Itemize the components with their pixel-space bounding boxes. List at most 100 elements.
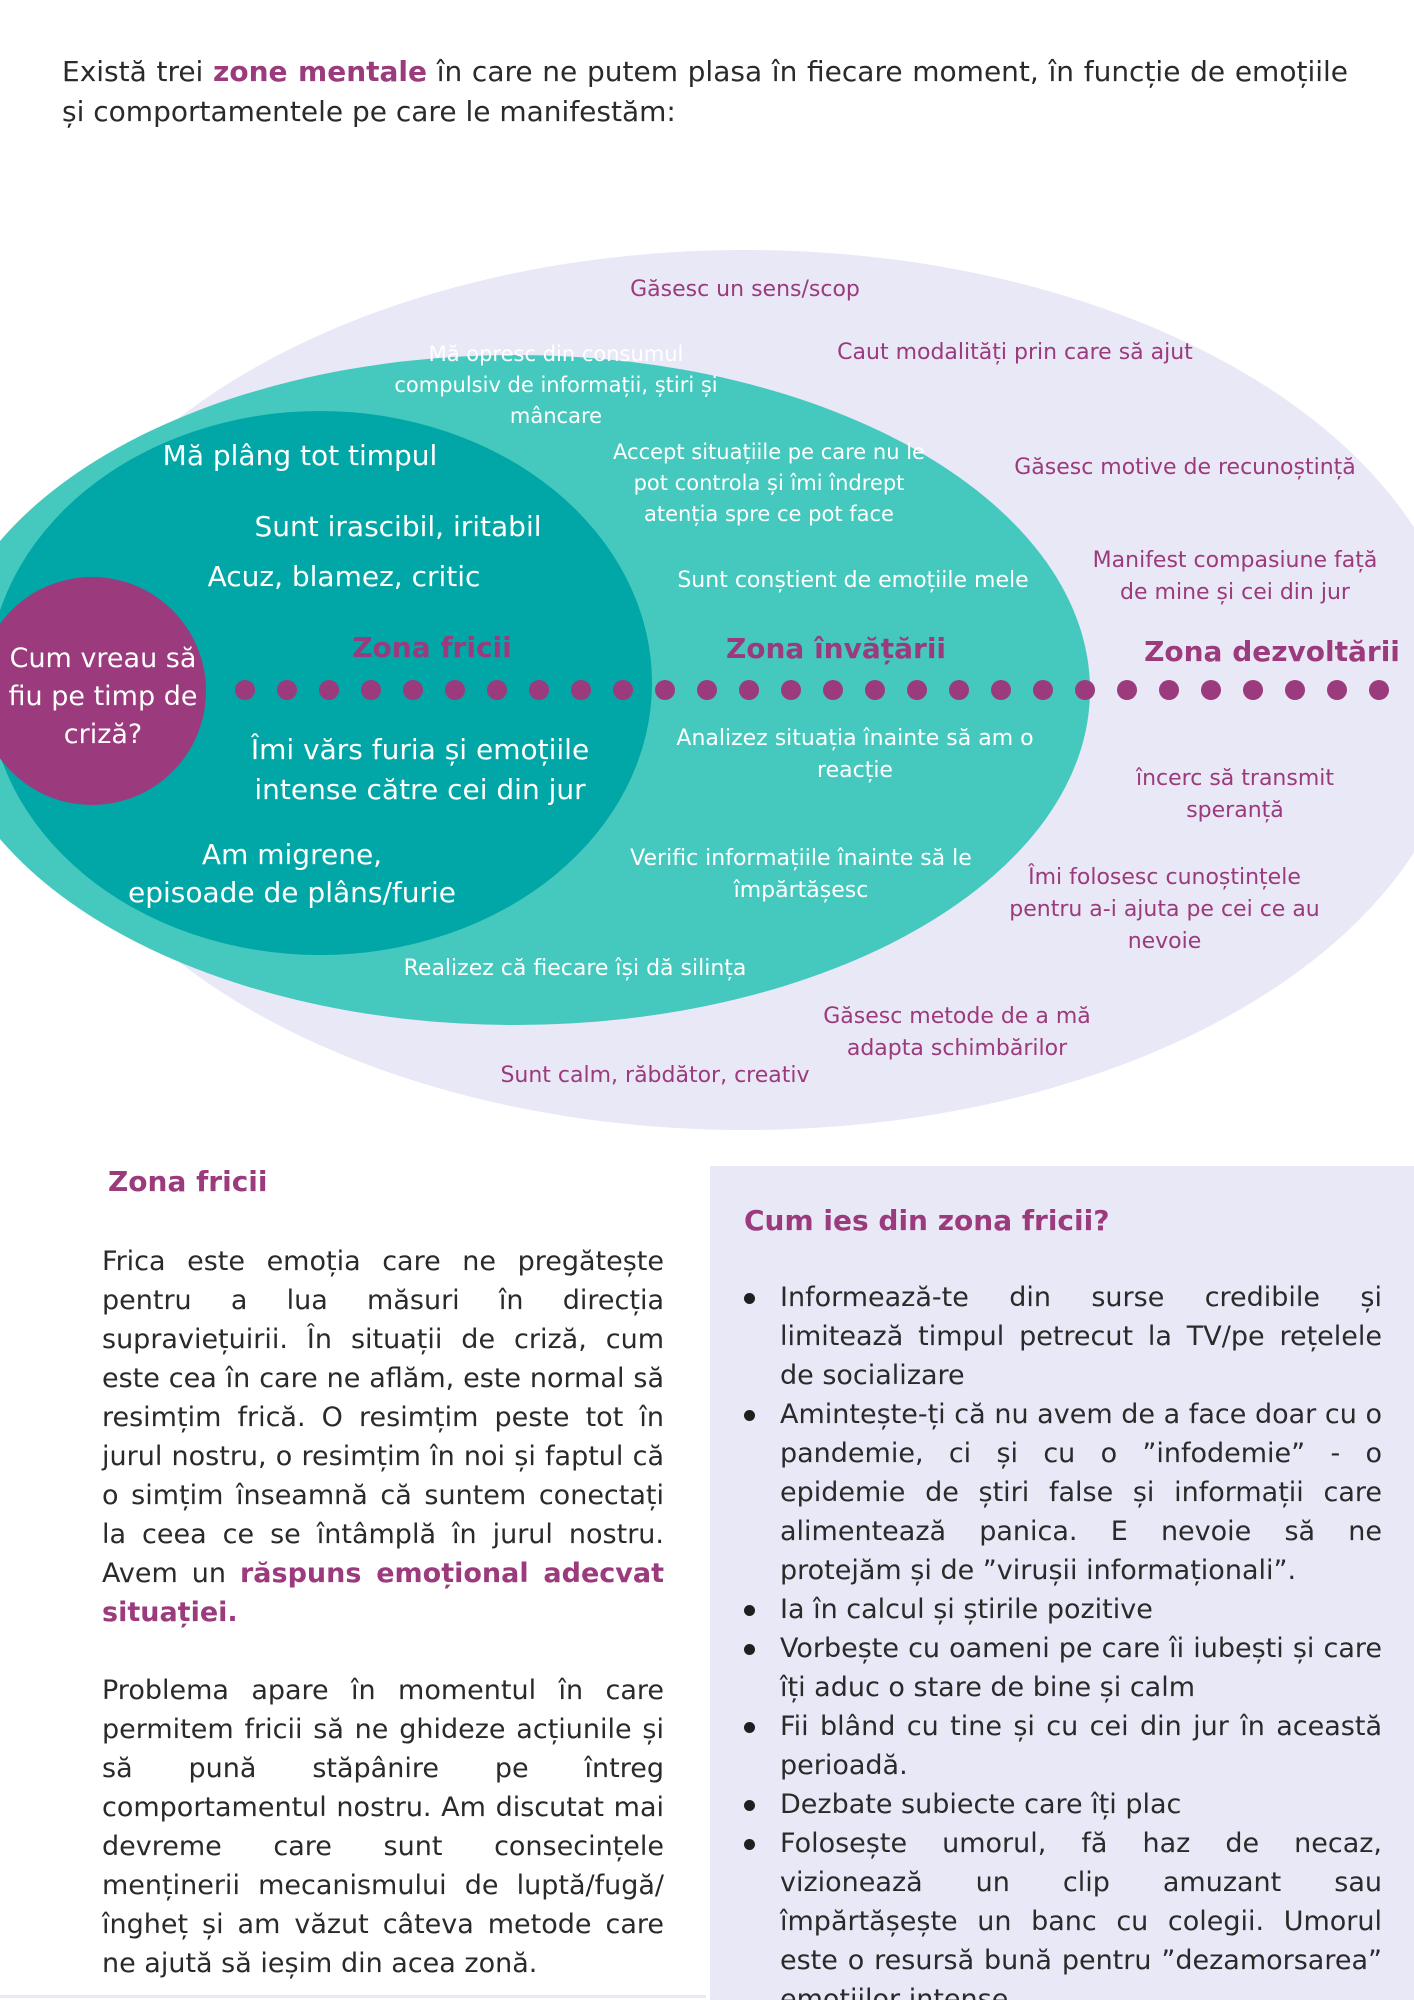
growth-item-compassion-line-2: de mine și cei din jur <box>1120 580 1350 605</box>
fear-section-paragraph-1-highlight: răspuns emoțional adecvat situației. <box>102 1558 664 1628</box>
fear-section-paragraph-1-text: Frica este emoția care ne pregătește pen… <box>102 1246 664 1589</box>
fear-item-anger: Îmi vărs furia și emoțiile intense către… <box>230 730 610 810</box>
mental-zones-diagram <box>0 250 1414 1130</box>
growth-item-compassion: Manifest compasiune față de mine și cei … <box>1060 545 1410 609</box>
center-line-3: criză? <box>63 719 143 750</box>
dot <box>865 680 885 700</box>
list-item: Vorbește cu oameni pe care îi iubești și… <box>744 1629 1382 1707</box>
center-line-2: fiu pe timp de <box>8 681 198 712</box>
intro-text-start: Există trei <box>62 55 214 88</box>
dot <box>739 680 759 700</box>
growth-item-gratitude: Găsesc motive de recunoștință <box>1014 455 1356 480</box>
list-item: Fii blând cu tine și cu cei din jur în a… <box>744 1707 1382 1785</box>
fear-item-complain: Mă plâng tot timpul <box>162 439 438 472</box>
dot <box>697 680 717 700</box>
growth-item-knowledge-line-2: pentru a-i ajuta pe cei ce au <box>1009 897 1320 922</box>
learning-item-analyze: Analizez situația înainte să am o reacți… <box>660 723 1050 787</box>
learning-item-stop-line-1: Mă opresc din consumul <box>428 342 684 366</box>
growth-item-hope-line-2: speranță <box>1186 798 1284 823</box>
growth-item-help: Caut modalități prin care să ajut <box>837 340 1193 365</box>
learning-item-realize: Realizez că fiecare își dă silința <box>403 956 747 981</box>
dot <box>235 680 255 700</box>
list-item: Informează-te din surse credibile și lim… <box>744 1278 1382 1395</box>
dot <box>991 680 1011 700</box>
fear-item-anger-line-2: intense către cei din jur <box>254 773 586 806</box>
dot <box>487 680 507 700</box>
fear-section-paragraph-2: Problema apare în momentul în care permi… <box>102 1675 664 1979</box>
learning-item-verify-line-1: Verific informațiile înainte să le <box>630 846 972 871</box>
growth-item-hope: încerc să transmit speranță <box>1085 763 1385 827</box>
dot <box>1285 680 1305 700</box>
dot <box>1327 680 1347 700</box>
fear-item-blame: Acuz, blamez, critic <box>207 560 481 593</box>
learning-item-accept-line-1: Accept situațiile pe care nu le <box>613 440 925 464</box>
growth-item-adapt-line-2: adapta schimbărilor <box>846 1036 1068 1061</box>
growth-item-meaning: Găsesc un sens/scop <box>630 277 860 302</box>
dot <box>655 680 675 700</box>
growth-item-hope-line-1: încerc să transmit <box>1136 766 1334 791</box>
dot <box>571 680 591 700</box>
learning-item-stop-line-2: compulsiv de informații, știri și <box>394 373 718 397</box>
fear-item-migraine: Am migrene, episoade de plâns/furie <box>120 836 464 912</box>
growth-item-knowledge-line-1: Îmi folosesc cunoștințele <box>1028 865 1301 890</box>
learning-item-stop-line-3: mâncare <box>509 404 603 428</box>
fear-section: Zona fricii Frica este emoția care ne pr… <box>102 1165 664 2000</box>
dot <box>907 680 927 700</box>
exit-fear-title: Cum ies din zona fricii? <box>744 1204 1110 1237</box>
fear-item-anger-line-1: Îmi vărs furia și emoțiile <box>250 733 590 766</box>
dot <box>403 680 423 700</box>
learning-item-accept-line-3: atenția spre ce pot face <box>644 502 894 526</box>
list-item: Ia în calcul și știrile pozitive <box>744 1590 1382 1629</box>
list-item: Amintește-ți că nu avem de a face doar c… <box>744 1395 1382 1590</box>
dot <box>1369 680 1389 700</box>
growth-item-knowledge-line-3: nevoie <box>1127 929 1202 954</box>
zone-dotted-line <box>235 680 1389 700</box>
intro-text-end: în care ne putem plasa în fiecare moment… <box>62 55 1349 128</box>
learning-item-analyze-line-1: Analizez situația înainte să am o <box>676 726 1034 751</box>
dot <box>277 680 297 700</box>
growth-item-calm: Sunt calm, răbdător, creativ <box>500 1063 810 1088</box>
growth-item-adapt: Găsesc metode de a mă adapta schimbărilo… <box>797 1001 1117 1065</box>
center-question: Cum vreau să fiu pe timp de criză? <box>0 640 206 754</box>
dot <box>361 680 381 700</box>
learning-item-accept-line-2: pot controla și îmi îndrept <box>633 471 905 495</box>
growth-item-adapt-line-1: Găsesc metode de a mă <box>823 1004 1091 1029</box>
dot <box>781 680 801 700</box>
exit-fear-panel: Cum ies din zona fricii? Informează-te d… <box>710 1166 1414 2000</box>
dot <box>445 680 465 700</box>
learning-zone-label: Zona învățării <box>725 632 947 665</box>
dot <box>823 680 843 700</box>
list-item: Dezbate subiecte care îți plac <box>744 1785 1382 1824</box>
bottom-divider <box>0 1995 706 1998</box>
learning-item-verify: Verific informațiile înainte să le împăr… <box>621 843 981 907</box>
dot <box>1033 680 1053 700</box>
center-circle <box>0 577 206 805</box>
dot <box>949 680 969 700</box>
dot <box>1243 680 1263 700</box>
fear-section-paragraph-1: Frica este emoția care ne pregătește pen… <box>102 1242 664 1632</box>
dot <box>319 680 339 700</box>
growth-item-compassion-line-1: Manifest compasiune față <box>1092 548 1378 573</box>
fear-item-irascible: Sunt irascibil, iritabil <box>254 510 542 543</box>
dot <box>1159 680 1179 700</box>
learning-item-accept: Accept situațiile pe care nu le pot cont… <box>594 437 944 530</box>
dot <box>529 680 549 700</box>
growth-item-knowledge: Îmi folosesc cunoștințele pentru a-i aju… <box>992 862 1337 958</box>
fear-item-migraine-line-2: episoade de plâns/furie <box>127 876 457 909</box>
intro-paragraph: Există trei zone mentale în care ne pute… <box>62 52 1348 132</box>
fear-zone-label: Zona fricii <box>352 631 512 664</box>
center-line-1: Cum vreau să <box>9 643 197 674</box>
learning-item-verify-line-2: împărtășesc <box>733 878 869 903</box>
list-item: Folosește umorul, fă haz de necaz, vizio… <box>744 1824 1382 2000</box>
fear-section-title: Zona fricii <box>108 1165 268 1198</box>
exit-fear-list: Informează-te din surse credibile și lim… <box>744 1278 1382 2000</box>
dot <box>1201 680 1221 700</box>
fear-item-migraine-line-1: Am migrene, <box>201 838 383 871</box>
dot <box>1117 680 1137 700</box>
learning-item-aware: Sunt conștient de emoțiile mele <box>677 568 1029 593</box>
dot <box>613 680 633 700</box>
learning-item-stop: Mă opresc din consumul compulsiv de info… <box>381 339 731 432</box>
dot <box>1075 680 1095 700</box>
intro-highlight: zone mentale <box>213 55 428 88</box>
growth-zone-label: Zona dezvoltării <box>1144 635 1400 668</box>
